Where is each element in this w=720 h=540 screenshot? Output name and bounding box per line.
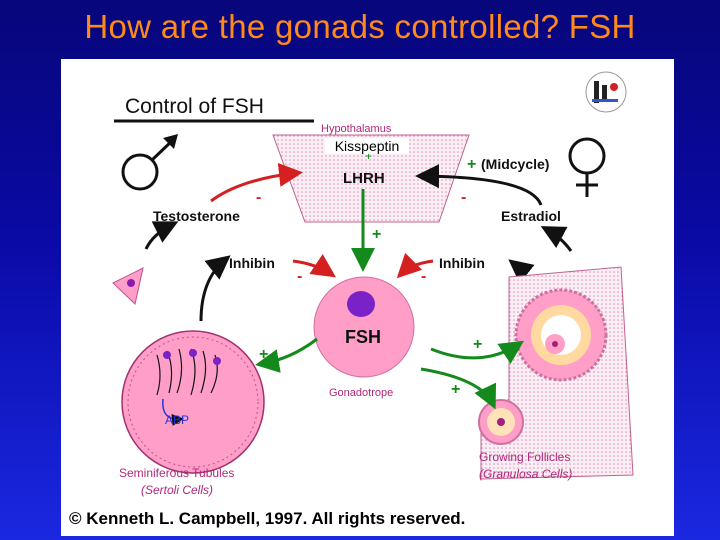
plus-sign-follicle-2: + xyxy=(451,381,460,398)
female-symbol-icon xyxy=(568,137,606,197)
kisspeptin-label: Kisspeptin xyxy=(325,138,409,154)
growing-follicle-large xyxy=(514,288,608,382)
plus-sign-follicle-1: + xyxy=(473,336,482,353)
seminiferous-tubule xyxy=(121,330,265,474)
minus-sign-inh-right: - xyxy=(421,268,426,285)
growing-follicle-small xyxy=(478,399,524,445)
male-symbol-icon xyxy=(121,134,178,191)
testosterone-label: Testosterone xyxy=(153,208,240,224)
gonadotrope-label: Gonadotrope xyxy=(329,387,393,399)
gonadotrope-cell xyxy=(313,276,415,378)
inhibin-right-label: Inhibin xyxy=(439,255,485,271)
plus-sign-kiss: + xyxy=(365,149,372,163)
minus-sign-estr: - xyxy=(461,189,466,206)
plus-sign-lhrh: + xyxy=(372,226,381,243)
estradiol-label: Estradiol xyxy=(501,208,561,224)
inhibin-left-label: Inhibin xyxy=(229,255,275,271)
fsh-label: FSH xyxy=(345,327,381,347)
growing-follicles-label: Growing Follicles xyxy=(479,450,570,464)
fsh-control-diagram: Control of FSH Hypothalamus LHRH + Testo… xyxy=(61,59,674,536)
plus-sign-tubule: + xyxy=(259,346,268,363)
diagram-heading: Control of FSH xyxy=(125,95,264,118)
abp-label: ABP xyxy=(165,413,189,427)
logo-icon xyxy=(585,71,627,113)
hypothalamus-shape xyxy=(272,134,470,223)
minus-sign-inh-left: - xyxy=(297,268,302,285)
hypothalamus-label: Hypothalamus xyxy=(321,123,392,135)
copyright-notice: © Kenneth L. Campbell, 1997. All rights … xyxy=(69,509,466,528)
granulosa-cells-label: (Granulosa Cells) xyxy=(479,467,572,481)
seminiferous-tubules-label: Seminiferous Tubules xyxy=(119,466,234,480)
lhrh-label: LHRH xyxy=(343,170,385,187)
slide-title: How are the gonads controlled? FSH xyxy=(84,8,636,45)
minus-sign-testo: - xyxy=(256,189,261,206)
diagram-canvas: Control of FSH Hypothalamus LHRH + Testo… xyxy=(112,71,634,497)
midcycle-plus: + xyxy=(467,156,476,173)
sertoli-cells-label: (Sertoli Cells) xyxy=(141,483,213,497)
midcycle-label: (Midcycle) xyxy=(481,156,549,172)
leydig-cell-shape xyxy=(112,267,144,305)
